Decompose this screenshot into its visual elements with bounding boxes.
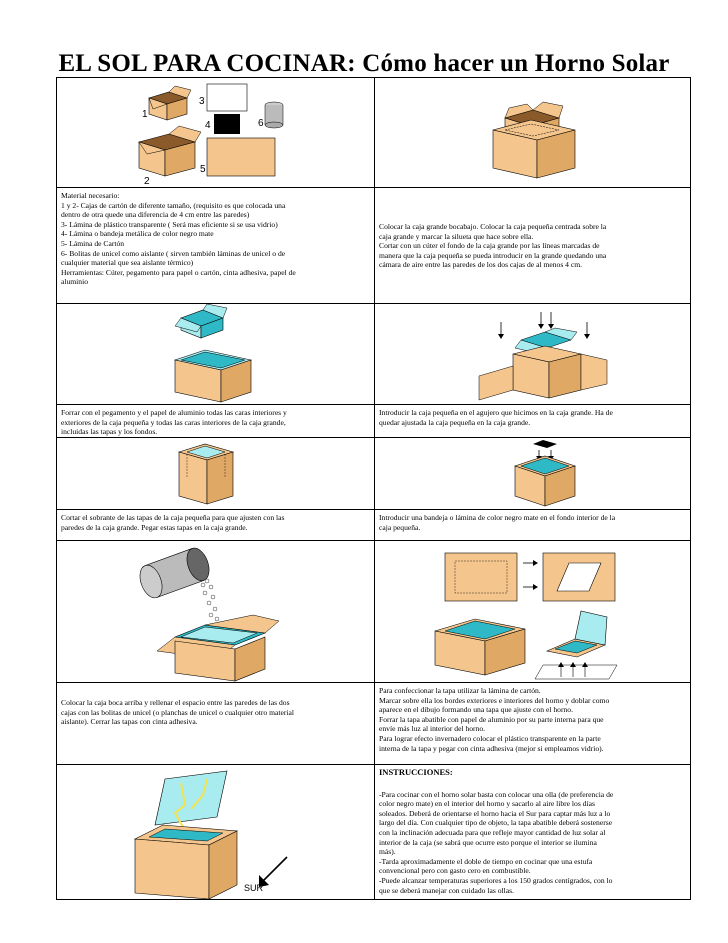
- text-line: Introducir la caja pequeña en el agujero…: [379, 408, 613, 417]
- text-line: Para lograr efecto invernadero colocar e…: [379, 733, 601, 743]
- step-illustration: [375, 78, 692, 187]
- text-line: Forrar la tapa abatible con papel de alu…: [379, 714, 604, 724]
- text-line: 6- Bolitas de unicel como aislante ( sir…: [61, 248, 286, 258]
- text-line: que se deberá manejar con cuidado las ol…: [379, 885, 514, 895]
- instructions-heading: INSTRUCCIONES:: [379, 767, 453, 777]
- step-text: Colocar la caja boca arriba y rellenar e…: [57, 683, 375, 779]
- trim-flaps-drawing: [177, 443, 235, 505]
- label-number: 1: [142, 109, 148, 120]
- text-line: convencional pero con gasto cero en comb…: [379, 866, 531, 876]
- row-divider: [57, 764, 690, 765]
- step-text: Para confeccionar la tapa utilizar la lá…: [375, 683, 693, 767]
- text-line: soleados. Deberá de orientarse el horno …: [379, 808, 611, 818]
- row-divider: [57, 437, 690, 438]
- text-line: cajas con las bolitas de unicel (o planc…: [61, 707, 294, 717]
- label-number: 4: [205, 120, 211, 131]
- step-illustration: [375, 541, 692, 682]
- text-line: Para confeccionar la tapa utilizar la lá…: [379, 686, 541, 695]
- text-line: envíe más luz al interior del horno.: [379, 724, 486, 734]
- step-text: Cortar el sobrante de las tapas de la ca…: [57, 510, 375, 543]
- text-line: aparece en el dibujo formando una tapa q…: [379, 705, 573, 715]
- finished-oven-drawing: [133, 770, 288, 900]
- row-divider: [57, 509, 690, 510]
- text-line: Cortar con un cúter el fondo de la caja …: [379, 241, 600, 251]
- text-line: Cortar el sobrante de las tapas de la ca…: [61, 513, 285, 522]
- step-illustration: [375, 438, 692, 509]
- text-line: -Puede alcanzar temperaturas superiores …: [379, 875, 613, 885]
- text-line: dentro de otra quede una diferencia de 4…: [61, 210, 250, 220]
- text-line: 1 y 2- Cajas de cartón de diferente tama…: [61, 200, 286, 210]
- text-line: 4- Lámina o bandeja metálica de color ne…: [61, 229, 214, 239]
- step-text: Introducir la caja pequeña en el agujero…: [375, 405, 693, 440]
- row-divider: [57, 682, 690, 683]
- text-line: manera que la caja pequeña se pueda intr…: [379, 250, 607, 260]
- row-divider: [57, 303, 690, 304]
- step-illustration: [57, 304, 374, 404]
- text-line: Colocar la caja boca arriba y rellenar e…: [61, 698, 290, 707]
- step-illustration: [57, 438, 374, 509]
- materials-text: Material necesario: 1 y 2- Cajas de cart…: [57, 188, 375, 305]
- text-line: Marcar sobre ella los bordes exteriores …: [379, 695, 610, 705]
- text-line: paredes de la caja grande. Pegar estas t…: [61, 522, 248, 532]
- step-illustration: SUR: [57, 765, 374, 900]
- row-divider: [57, 540, 690, 541]
- text-line: 3- Lámina de plástico transparente ( Ser…: [61, 219, 278, 229]
- black-plate-drawing: [514, 440, 576, 507]
- insulation-fill-drawing: [139, 547, 280, 682]
- text-line: -Para cocinar con el horno solar basta c…: [379, 789, 614, 799]
- text-line: -Tarda aproximadamente el doble de tiemp…: [379, 856, 593, 866]
- sur-label: SUR: [244, 883, 264, 893]
- text-line: interior de la caja (se sabrá que ocurre…: [379, 837, 597, 847]
- text-line: largo del día. Con cualquier tipo de obj…: [379, 818, 613, 828]
- text-line: Introducir una bandeja o lámina de color…: [379, 513, 616, 522]
- text-line: caja grande y marcar la silueta que hace…: [379, 231, 534, 241]
- label-number: 6: [258, 118, 264, 129]
- text-line: caja pequeña.: [379, 522, 421, 532]
- step-text: Introducir una bandeja o lámina de color…: [375, 510, 693, 543]
- text-line: más).: [379, 847, 396, 857]
- label-number: 5: [200, 164, 206, 175]
- page-title: EL SOL PARA COCINAR: Cómo hacer un Horno…: [58, 50, 670, 77]
- label-number: 2: [144, 176, 150, 187]
- instructions-text: INSTRUCCIONES: -Para cocinar con el horn…: [375, 765, 693, 903]
- step-illustration: [57, 541, 374, 682]
- text-line: Colocar la caja grande bocabajo. Colocar…: [379, 222, 607, 231]
- box-on-box-drawing: [492, 101, 576, 179]
- materials-drawing: [137, 83, 284, 177]
- row-divider: [57, 187, 690, 188]
- text-line: interna de la tapa y pegar con cinta adh…: [379, 743, 604, 753]
- instruction-table: 1 2 3 4 5 6 Material necesario: 1 y 2- C…: [56, 77, 691, 900]
- lid-construction-drawing: [434, 552, 618, 680]
- materials-illustration: 1 2 3 4 5 6: [57, 78, 374, 187]
- label-number: 3: [199, 96, 205, 107]
- step-illustration: [375, 304, 692, 404]
- text-line: quedar ajustada la caja pequeña en la ca…: [379, 417, 531, 427]
- column-divider: [374, 78, 375, 899]
- insert-box-drawing: [478, 312, 608, 401]
- text-line: color negro mate) en el interior del hor…: [379, 799, 595, 809]
- text-line: cualquier material que sea aislante térm…: [61, 258, 194, 268]
- row-divider: [57, 404, 690, 405]
- aluminum-lining-drawing: [173, 304, 253, 403]
- text-line: 5- Lámina de Cartón: [61, 238, 125, 248]
- text-line: exteriores de la caja pequeña y todas la…: [61, 417, 286, 427]
- text-line: cámara de aire entre las paredes de los …: [379, 260, 583, 270]
- text-line: aluminio: [61, 277, 88, 287]
- text-line: Forrar con el pegamento y el papel de al…: [61, 408, 287, 417]
- text-line: con la inclinación adecuada para que ref…: [379, 827, 606, 837]
- text-line: Material necesario:: [61, 191, 120, 200]
- text-line: Herramientas: Cúter, pegamento para pape…: [61, 267, 296, 277]
- step-text: Colocar la caja grande bocabajo. Colocar…: [375, 188, 693, 336]
- text-line: incluidas las tapas y los fondos.: [61, 427, 158, 437]
- step-text: Forrar con el pegamento y el papel de al…: [57, 405, 375, 440]
- text-line: aislante). Cerrar las tapas con cinta ad…: [61, 717, 198, 727]
